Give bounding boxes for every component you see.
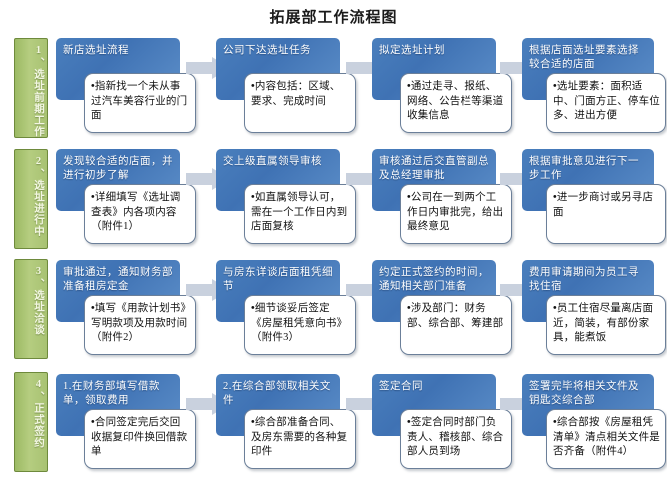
step-note: •合同签定完后交回收据复印件换回借款单: [84, 409, 196, 469]
step-note-text: 指新找一个未从事过汽车美容行业的门面: [91, 81, 188, 121]
flow-step: 签定合同 •签定合同时部门负责人、稽核部、综合部人员到场: [372, 370, 544, 482]
stage-label-3: 3、选址洽谈: [14, 259, 48, 359]
step-note: •如直属领导认可，需在一个工作日内到店面复核: [244, 184, 356, 244]
step-note-text: 公司在一到两个工作日内审批完，给出最终意见: [407, 192, 504, 232]
step-note-text: 选址要素：面积适中、门面方正、停车位多、进出方便: [553, 81, 660, 121]
page-title: 拓展部工作流程图: [269, 10, 398, 26]
bullet-icon: •: [91, 303, 95, 314]
flow-step: 2.在综合部领取相关文件 •综合部准备合同、及房东需要的各种复印件: [216, 370, 390, 482]
bullet-icon: •: [407, 417, 411, 428]
step-note-text: 综合部准备合同、及房东需要的各种复印件: [251, 417, 348, 457]
bullet-icon: •: [553, 81, 557, 92]
bullet-icon: •: [251, 417, 255, 428]
flow-step: 约定正式签约的时间，通知相关部门准备 •涉及部门：财务部、综合部、筹建部: [372, 256, 544, 368]
flow-row-2: 发现较合适的店面，并进行初步了解 •详细填写《选址调查表》内各项内容（附件1） …: [56, 145, 667, 257]
step-note: •填写《用款计划书》写明款项及用款时间（附件2）: [84, 295, 196, 355]
step-note: •涉及部门：财务部、综合部、筹建部: [400, 295, 512, 355]
step-note: •签定合同时部门负责人、稽核部、综合部人员到场: [400, 409, 512, 469]
flow-row-3: 审批通过，通知财务部准备租房定金 •填写《用款计划书》写明款项及用款时间（附件2…: [56, 256, 667, 368]
step-note: •指新找一个未从事过汽车美容行业的门面: [84, 73, 196, 133]
step-note-text: 签定合同时部门负责人、稽核部、综合部人员到场: [407, 417, 504, 457]
flow-step: 与房东详谈店面租凭细节 •细节谈妥后签定《房屋租凭意向书》（附件3）: [216, 256, 390, 368]
step-note: •详细填写《选址调查表》内各项内容（附件1）: [84, 184, 196, 244]
step-note-text: 员工住宿尽量离店面近，简装，有部份家具，能煮饭: [553, 303, 654, 343]
bullet-icon: •: [91, 417, 95, 428]
flow-step: 签署完毕将相关文件及钥匙交综合部 •综合部按《房屋租凭清单》清点相关文件是否齐备…: [522, 370, 667, 482]
step-note: •综合部按《房屋租凭清单》清点相关文件是否齐备（附件4）: [546, 409, 666, 469]
flow-step: 交上级直属领导审核 •如直属领导认可，需在一个工作日内到店面复核: [216, 145, 390, 257]
step-note-text: 如直属领导认可，需在一个工作日内到店面复核: [251, 192, 348, 232]
bullet-icon: •: [553, 417, 557, 428]
step-note-text: 内容包括：区域、要求、完成时间: [251, 81, 341, 107]
flow-step: 费用审请期间为员工寻找住宿 •员工住宿尽量离店面近，简装，有部份家具，能煮饭: [522, 256, 667, 368]
flow-step: 1.在财务部填写借款单，领取费用 •合同签定完后交回收据复印件换回借款单: [56, 370, 230, 482]
step-note: •员工住宿尽量离店面近，简装，有部份家具，能煮饭: [546, 295, 666, 355]
flow-step: 根据店面选址要素选择较合适的店面 •选址要素：面积适中、门面方正、停车位多、进出…: [522, 34, 667, 146]
bullet-icon: •: [407, 303, 411, 314]
bullet-icon: •: [251, 192, 255, 203]
bullet-icon: •: [91, 81, 95, 92]
stage-label-4: 4、正式签约: [14, 372, 48, 472]
flow-row-4: 1.在财务部填写借款单，领取费用 •合同签定完后交回收据复印件换回借款单 2.在…: [56, 370, 667, 482]
flow-step: 新店选址流程 •指新找一个未从事过汽车美容行业的门面: [56, 34, 230, 146]
step-note-text: 涉及部门：财务部、综合部、筹建部: [407, 303, 504, 329]
flow-step: 审批通过，通知财务部准备租房定金 •填写《用款计划书》写明款项及用款时间（附件2…: [56, 256, 230, 368]
bullet-icon: •: [407, 192, 411, 203]
step-note-text: 细节谈妥后签定《房屋租凭意向书》（附件3）: [251, 303, 348, 343]
step-note: •进一步商讨或另寻店面: [546, 184, 666, 244]
bullet-icon: •: [407, 81, 411, 92]
step-note: •内容包括：区域、要求、完成时间: [244, 73, 356, 133]
flow-step: 根据审批意见进行下一步工作 •进一步商讨或另寻店面: [522, 145, 667, 257]
flow-step: 审核通过后交直管副总及总经理审批 •公司在一到两个工作日内审批完，给出最终意见: [372, 145, 544, 257]
flow-step: 拟定选址计划 •通过走寻、报纸、网络、公告栏等渠道收集信息: [372, 34, 544, 146]
step-note: •细节谈妥后签定《房屋租凭意向书》（附件3）: [244, 295, 356, 355]
step-note-text: 综合部按《房屋租凭清单》清点相关文件是否齐备（附件4）: [553, 417, 660, 457]
stage-label-1: 1、选址前期工作: [14, 38, 48, 138]
bullet-icon: •: [251, 81, 255, 92]
step-note: •公司在一到两个工作日内审批完，给出最终意见: [400, 184, 512, 244]
bullet-icon: •: [553, 303, 557, 314]
flow-step: 发现较合适的店面，并进行初步了解 •详细填写《选址调查表》内各项内容（附件1）: [56, 145, 230, 257]
flow-step: 公司下达选址任务 •内容包括：区域、要求、完成时间: [216, 34, 390, 146]
step-note-text: 详细填写《选址调查表》内各项内容（附件1）: [91, 192, 181, 232]
bullet-icon: •: [91, 192, 95, 203]
step-note-text: 填写《用款计划书》写明款项及用款时间（附件2）: [91, 303, 188, 343]
step-note-text: 进一步商讨或另寻店面: [553, 192, 654, 218]
stage-label-2: 2、选址进行中: [14, 149, 48, 249]
flow-row-1: 新店选址流程 •指新找一个未从事过汽车美容行业的门面 公司下达选址任务 •内容包…: [56, 34, 667, 146]
step-note-text: 合同签定完后交回收据复印件换回借款单: [91, 417, 188, 457]
step-note: •选址要素：面积适中、门面方正、停车位多、进出方便: [546, 73, 666, 133]
step-note-text: 通过走寻、报纸、网络、公告栏等渠道收集信息: [407, 81, 504, 121]
bullet-icon: •: [251, 303, 255, 314]
step-note: •通过走寻、报纸、网络、公告栏等渠道收集信息: [400, 73, 512, 133]
step-note: •综合部准备合同、及房东需要的各种复印件: [244, 409, 356, 469]
bullet-icon: •: [553, 192, 557, 203]
